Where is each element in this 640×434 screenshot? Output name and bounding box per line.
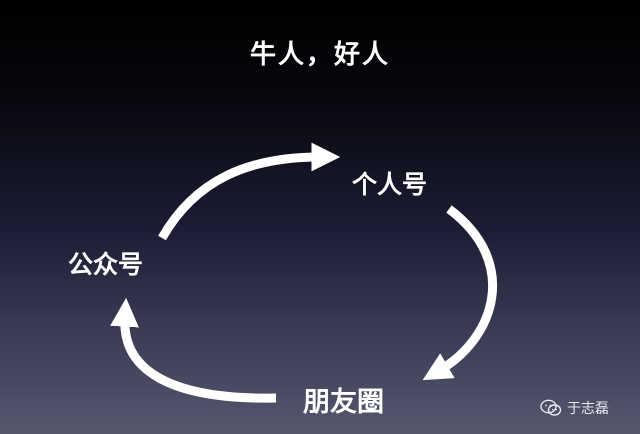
watermark: 于志磊 bbox=[540, 398, 609, 418]
wechat-icon bbox=[540, 399, 562, 416]
arrow-personal-to-moments bbox=[422, 205, 498, 381]
node-moments: 朋友圈 bbox=[303, 387, 384, 418]
node-official-account: 公众号 bbox=[68, 250, 144, 279]
arrow-moments-to-official bbox=[110, 297, 277, 403]
node-personal-account: 个人号 bbox=[352, 170, 428, 199]
arrow-official-to-personal bbox=[158, 142, 341, 241]
watermark-text: 于志磊 bbox=[567, 401, 609, 417]
page-title: 牛人，好人 bbox=[249, 40, 390, 70]
